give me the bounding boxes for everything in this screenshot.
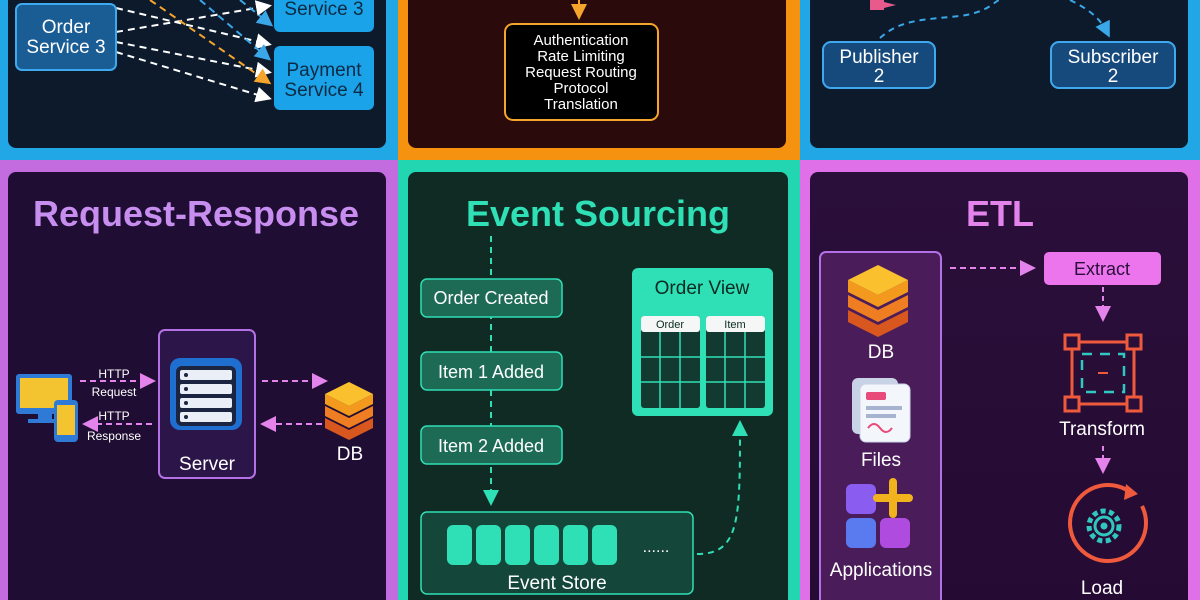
load-label: Load — [1081, 578, 1123, 599]
order-view-item-table: Item — [706, 316, 765, 408]
gateway-function-authentication: Authentication — [533, 32, 628, 49]
load-icon — [1068, 483, 1148, 563]
gateway-function-translation: Translation — [544, 96, 618, 113]
gateway-function-protocol: Protocol — [553, 80, 608, 97]
event-item-1-added: Item 1 Added — [420, 351, 563, 391]
gateway-functions-box: Authentication Rate Limiting Request Rou… — [504, 23, 659, 121]
payment-service-4-label-line2: Service 4 — [284, 80, 364, 101]
subscriber-2-label-line2: 2 — [1108, 66, 1119, 87]
http-request-label-line2: Request — [92, 385, 137, 399]
order-service-3-label-line1: Order — [42, 17, 91, 38]
server-node: Server — [158, 329, 256, 479]
order-view-title: Order View — [655, 278, 750, 299]
etl-source-applications-label: Applications — [830, 560, 932, 581]
gateway-function-rate-limiting: Rate Limiting — [537, 48, 625, 65]
order-view-order-table: Order — [641, 316, 700, 408]
order-service-3-node: Order Service 3 — [15, 3, 117, 71]
applications-icon — [846, 478, 913, 548]
server-label: Server — [179, 454, 236, 475]
http-response-label-line2: Response — [87, 429, 141, 443]
event-store-ellipsis: ...... — [643, 539, 670, 556]
files-icon — [852, 378, 911, 443]
transform-label: Transform — [1059, 419, 1145, 440]
event-store-node: ...... Event Store — [420, 511, 694, 595]
subscriber-2-node: Subscriber 2 — [1050, 41, 1176, 89]
etl-source-db-label: DB — [868, 342, 894, 363]
http-request-label-line1: HTTP — [98, 367, 129, 381]
event-store-label: Event Store — [507, 573, 606, 594]
pubsub-panel — [810, 0, 1188, 148]
request-response-title: Request-Response — [33, 193, 359, 234]
payment-service-4-node: Payment Service 4 — [274, 46, 374, 110]
publisher-2-node: Publisher 2 — [822, 41, 936, 89]
event-item-1-added-label: Item 1 Added — [438, 362, 544, 382]
order-service-3-label-line2: Service 3 — [26, 37, 105, 58]
http-request-arrow: HTTP Request — [80, 367, 156, 399]
http-response-arrow: HTTP Response — [82, 409, 152, 443]
order-view-col-item: Item — [724, 319, 745, 331]
pubsub-connections — [879, 0, 1110, 39]
publisher-2-label-line1: Publisher — [839, 47, 919, 68]
transform-icon — [1063, 333, 1143, 413]
order-view-col-order: Order — [656, 319, 684, 331]
message-icon — [870, 0, 896, 10]
client-devices-icon — [16, 374, 78, 442]
subscriber-2-label-line1: Subscriber — [1068, 47, 1159, 68]
service-3-label: Service 3 — [284, 0, 363, 20]
event-order-created-label: Order Created — [433, 288, 548, 308]
service-3-node: Service 3 — [274, 0, 374, 32]
db-icon — [325, 382, 373, 440]
event-order-created: Order Created — [420, 278, 563, 318]
event-sourcing-title: Event Sourcing — [466, 193, 730, 234]
service-connections — [115, 0, 274, 103]
server-icon — [170, 358, 242, 430]
etl-title: ETL — [966, 193, 1034, 234]
payment-service-4-label-line1: Payment — [287, 60, 363, 81]
gateway-function-request-routing: Request Routing — [525, 64, 637, 81]
event-item-2-added-label: Item 2 Added — [438, 436, 544, 456]
event-item-2-added: Item 2 Added — [420, 425, 563, 465]
order-view-node: Order View Order Item — [632, 268, 773, 416]
publisher-2-label-line2: 2 — [874, 66, 885, 87]
store-to-view-arrow — [696, 420, 748, 555]
extract-step: Extract — [1044, 252, 1161, 285]
etl-source-files-label: Files — [861, 450, 901, 471]
rr-db-label: DB — [337, 444, 363, 465]
extract-label: Extract — [1074, 259, 1130, 279]
http-response-label-line1: HTTP — [98, 409, 129, 423]
etl-db-icon — [848, 265, 908, 337]
